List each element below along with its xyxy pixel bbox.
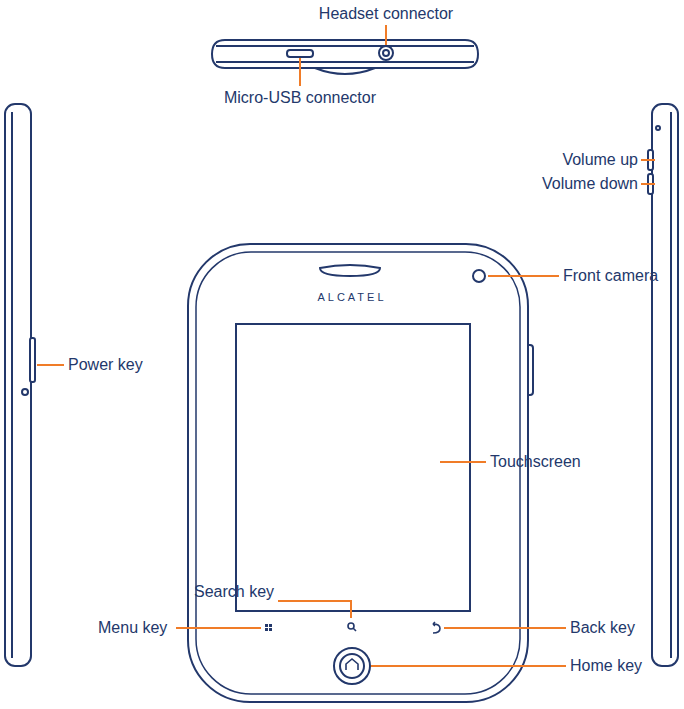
part-label: Power key <box>68 356 143 374</box>
part-label: Volume up <box>562 151 638 169</box>
part-label: Search key <box>194 583 274 601</box>
part-label: Touchscreen <box>490 453 581 471</box>
part-label: Home key <box>570 657 642 675</box>
part-label: Micro-USB connector <box>224 89 376 107</box>
part-label: Front camera <box>563 267 658 285</box>
part-label: Headset connector <box>319 5 453 23</box>
part-label: Back key <box>570 619 635 637</box>
part-label: Volume down <box>542 175 638 193</box>
part-label: Menu key <box>98 619 167 637</box>
brand-logo: ALCATEL <box>317 291 386 304</box>
